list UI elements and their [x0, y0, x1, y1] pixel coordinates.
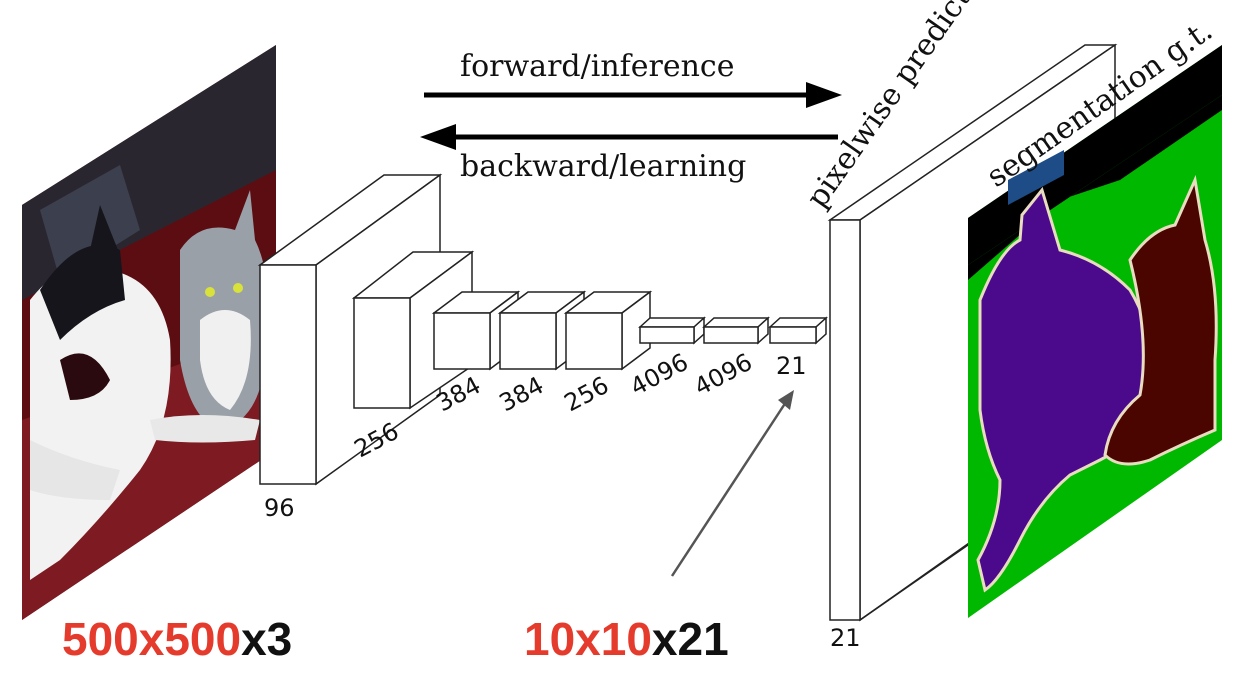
output-size-label: 10x10x21	[524, 616, 729, 662]
input-size-spatial: 500x500	[62, 613, 242, 665]
forward-arrow	[424, 82, 842, 108]
layer-label-256b: 256	[560, 371, 614, 417]
prediction-label: 21	[830, 624, 861, 652]
layer-block-256b	[563, 290, 653, 371]
backward-label: backward/learning	[460, 149, 746, 184]
forward-label: forward/inference	[460, 49, 734, 84]
layer-label-4096b: 4096	[690, 348, 757, 401]
segmentation-image	[968, 45, 1222, 618]
input-size-channels: x3	[241, 613, 293, 665]
layer-block-21	[768, 316, 828, 345]
layer-block-4096b	[702, 316, 770, 345]
input-size-label: 500x500x3	[62, 616, 292, 662]
layer-label-96: 96	[264, 494, 295, 522]
pointer-arrow	[670, 390, 794, 577]
layer-block-4096a	[638, 316, 706, 345]
output-size-channels: x21	[651, 613, 729, 665]
layer-label-21: 21	[776, 352, 807, 380]
output-size-spatial: 10x10	[524, 613, 652, 665]
input-image	[22, 45, 276, 620]
prediction-connector	[859, 544, 969, 621]
layer-label-384b: 384	[495, 371, 549, 417]
backward-arrow	[420, 124, 838, 150]
